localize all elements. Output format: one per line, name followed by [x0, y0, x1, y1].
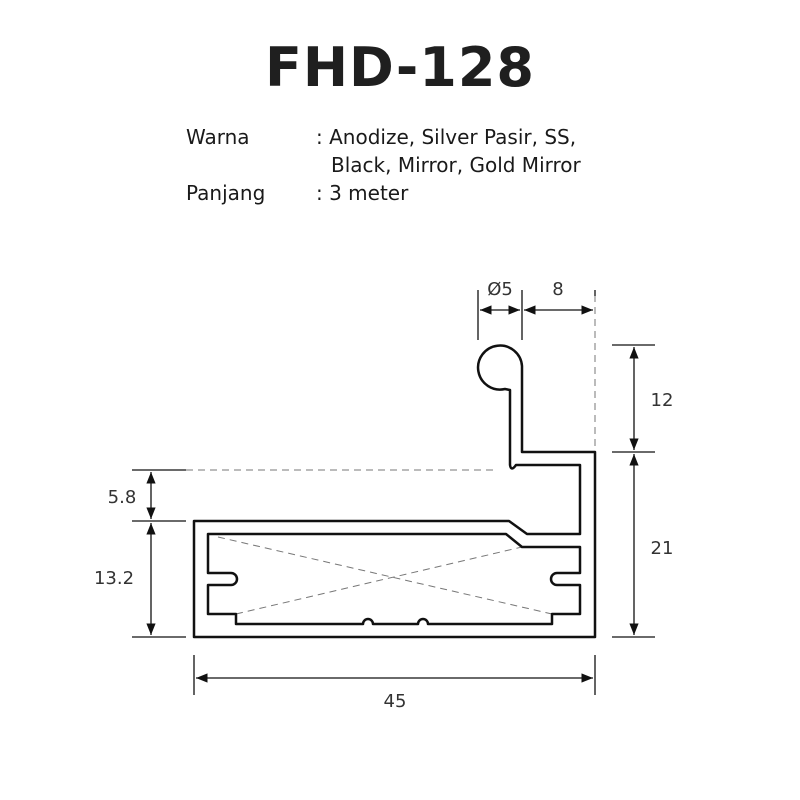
dim-body-height: 13.2: [94, 568, 134, 589]
dim-hook-height: 12: [651, 390, 674, 411]
dim-total-height: 21: [651, 538, 674, 559]
spec-label-length: Panjang: [186, 181, 266, 205]
spec-label-color: Warna: [186, 125, 250, 149]
dimension-lines: [132, 290, 655, 695]
reference-lines: [150, 295, 596, 615]
dim-hook-offset: 8: [552, 279, 563, 300]
spec-value-length: : 3 meter: [316, 181, 409, 205]
product-title: FHD-128: [264, 36, 536, 99]
spec-value-color-cont: Black, Mirror, Gold Mirror: [331, 153, 581, 177]
dim-width: 45: [384, 691, 407, 712]
dim-diameter: Ø5: [487, 279, 513, 300]
dim-gap: 5.8: [108, 487, 137, 508]
profile-outer: [192, 344, 597, 639]
spec-value-color: : Anodize, Silver Pasir, SS,: [316, 125, 577, 149]
profile-inner: [206, 532, 582, 626]
